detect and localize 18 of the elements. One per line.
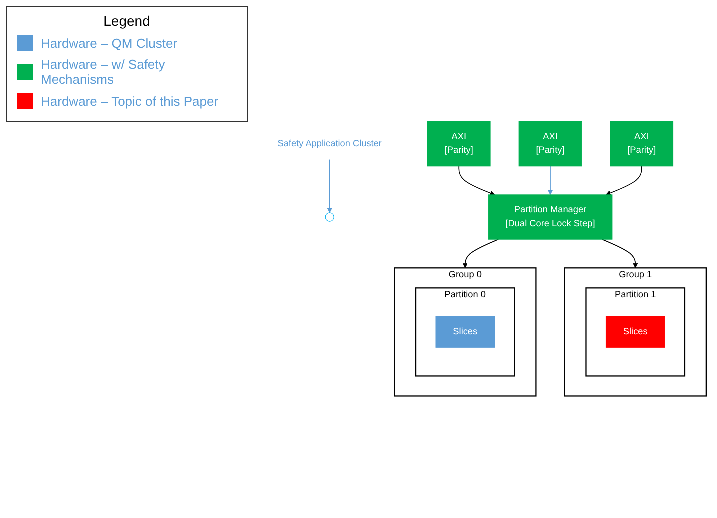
node-box: Slices — [606, 316, 666, 348]
arrow — [458, 166, 496, 196]
arrow — [606, 166, 642, 196]
node-box: AXI [Parity] — [427, 121, 491, 167]
legend-text: Hardware – Topic of this Paper — [41, 94, 219, 108]
node-circle — [325, 212, 334, 222]
node-box: Slices — [436, 316, 496, 348]
arrow — [327, 159, 332, 214]
arrow — [548, 166, 554, 196]
node-box: AXI [Parity] — [610, 121, 674, 167]
node-box: AXI [Parity] — [518, 121, 582, 167]
legend-text: Hardware – QM Cluster — [41, 36, 178, 50]
node-text: Safety Application Cluster — [278, 138, 382, 149]
legend-title: Legend — [102, 13, 152, 29]
arrow — [602, 239, 638, 268]
arrow — [462, 239, 500, 268]
legend-text: Hardware – w/ Safety Mechanisms — [41, 57, 166, 87]
node-box: Partition Manager [Dual Core Lock Step] — [488, 194, 613, 240]
